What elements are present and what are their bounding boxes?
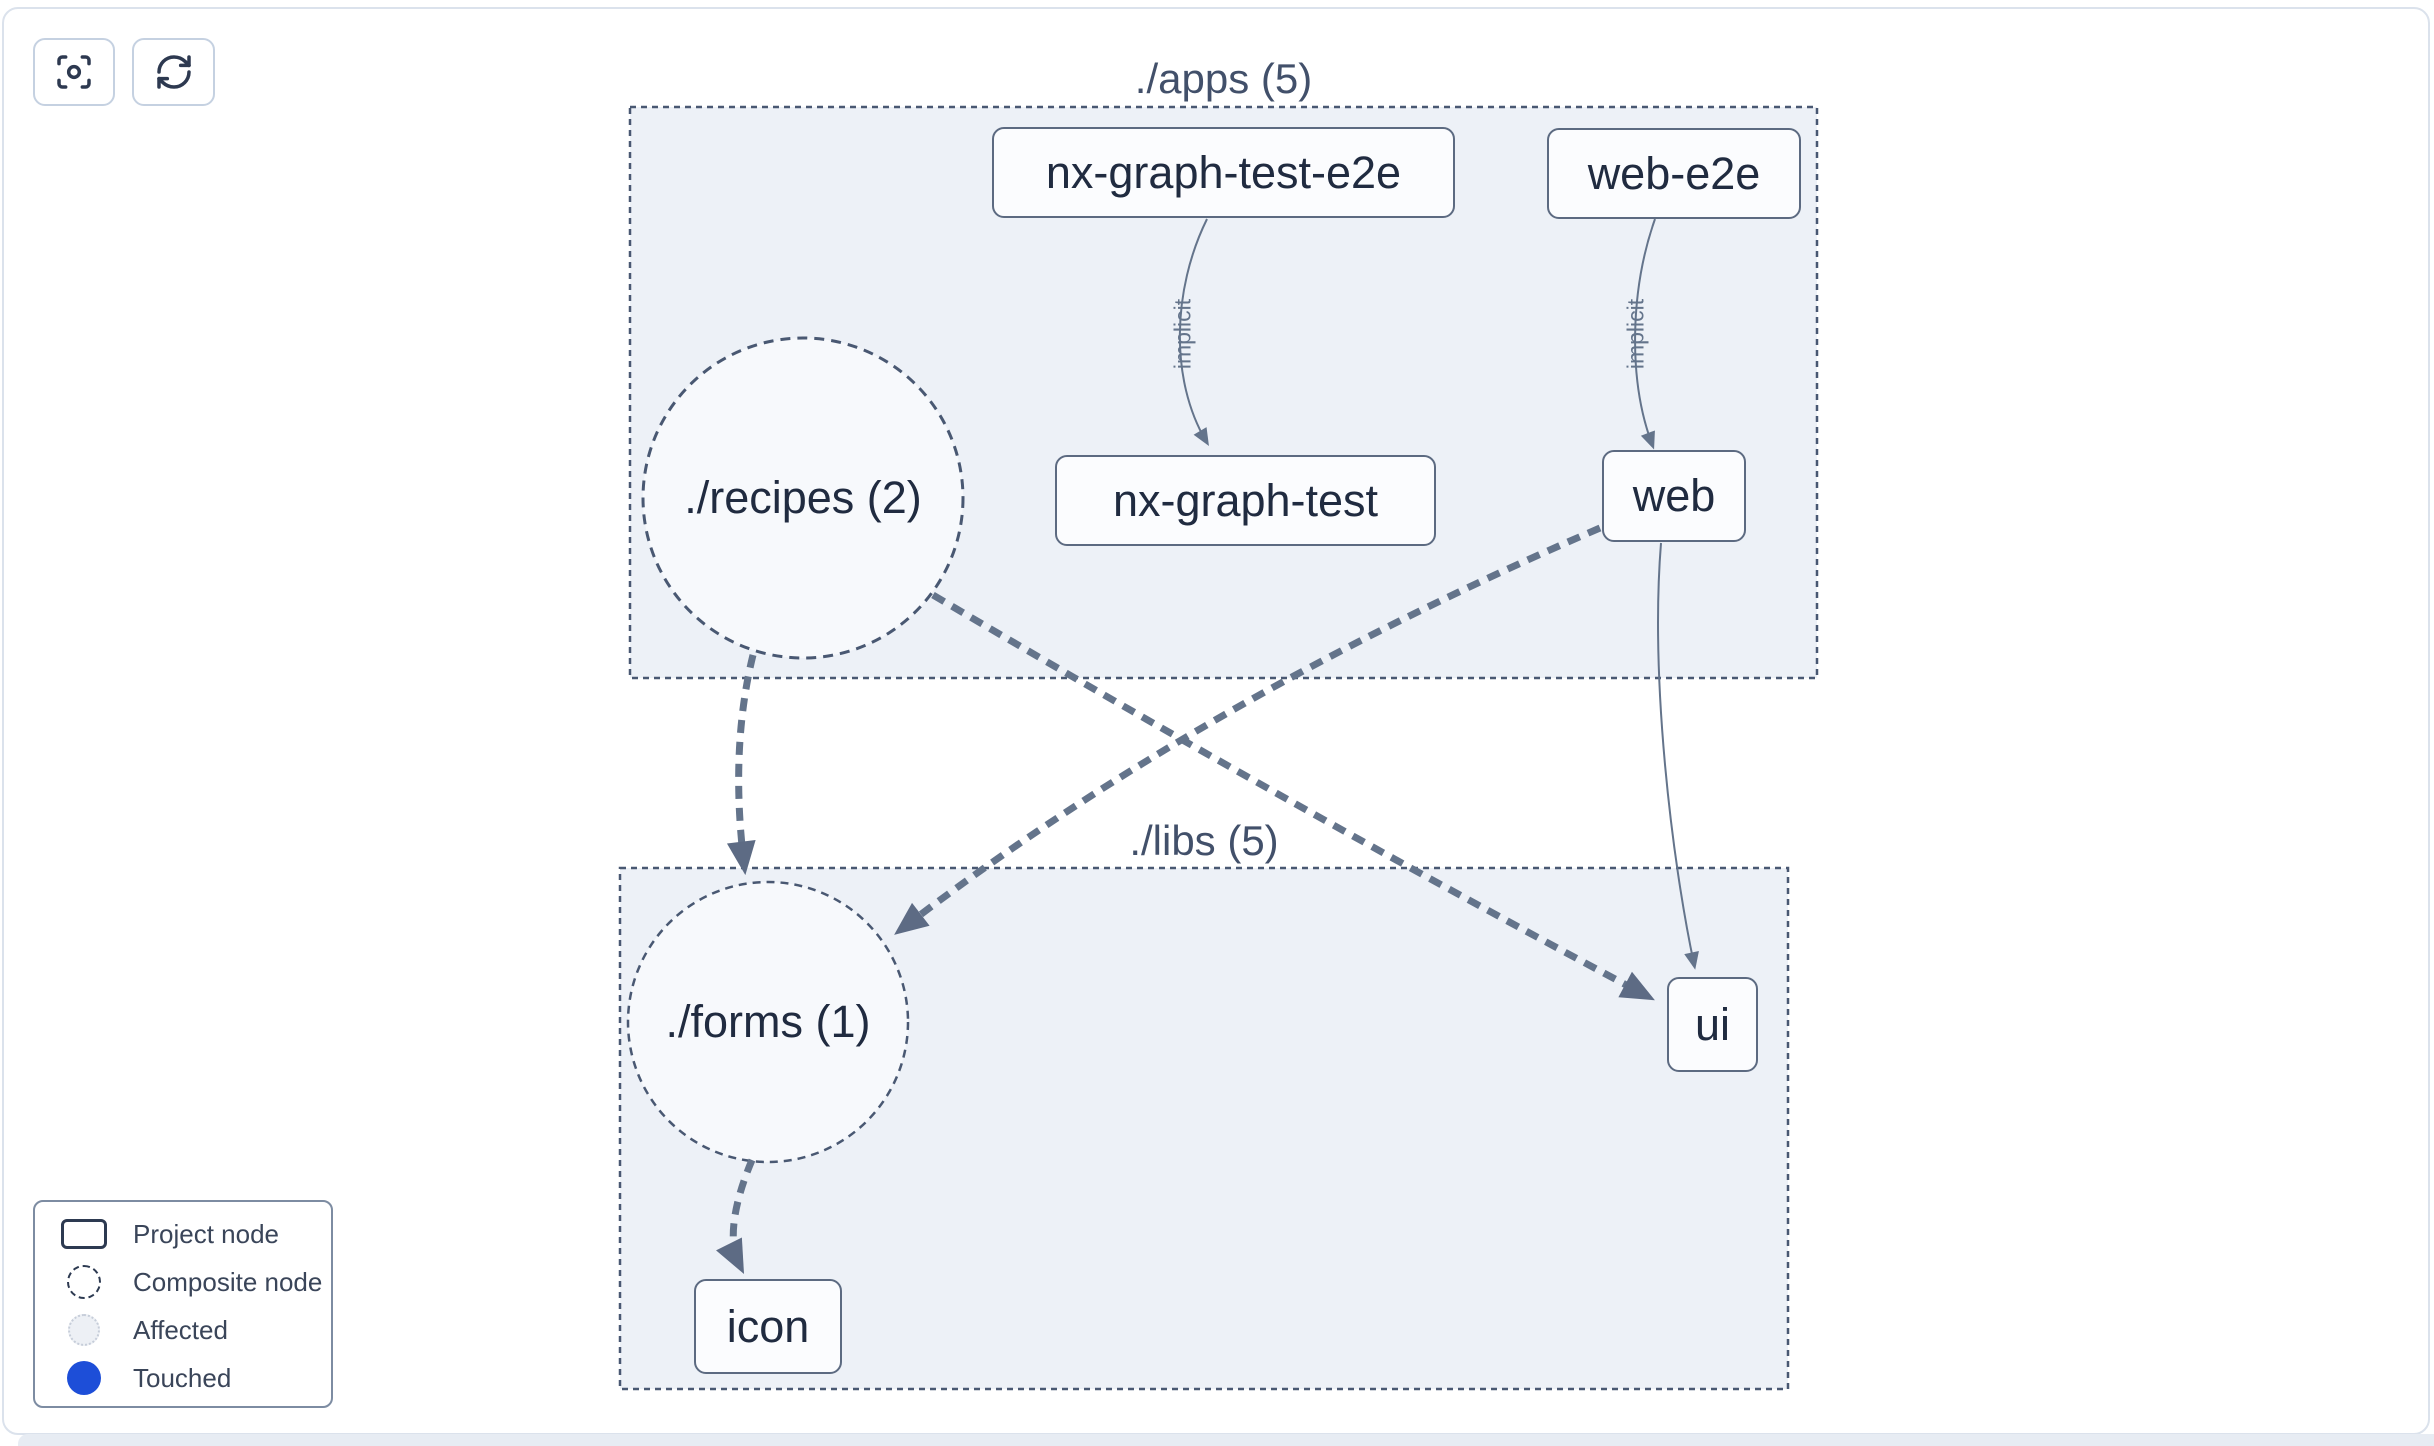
legend-item-project-node: Project node bbox=[35, 1210, 331, 1258]
edge-web-e2e-to-web[interactable] bbox=[1634, 218, 1656, 450]
edge-web-to-forms[interactable] bbox=[894, 524, 1602, 935]
affected-swatch bbox=[68, 1314, 100, 1346]
project-node-ui[interactable]: ui bbox=[1667, 977, 1758, 1072]
legend-item-affected: Affected bbox=[35, 1306, 331, 1354]
project-node-web-e2e[interactable]: web-e2e bbox=[1547, 128, 1801, 219]
composite-node-forms-label[interactable]: ./forms (1) bbox=[665, 996, 871, 1047]
project-node-swatch bbox=[61, 1219, 107, 1249]
refresh-button[interactable] bbox=[132, 38, 215, 106]
group-label-libs: ./libs (5) bbox=[1129, 817, 1279, 864]
legend-item-touched: Touched bbox=[35, 1354, 331, 1402]
project-node-nx-graph-test-e2e[interactable]: nx-graph-test-e2e bbox=[992, 127, 1455, 218]
project-node-icon[interactable]: icon bbox=[694, 1279, 842, 1374]
edge-label-implicit: implicit bbox=[1622, 298, 1649, 370]
legend: Project node Composite node Affected Tou… bbox=[33, 1200, 333, 1408]
edge-recipes-to-forms[interactable] bbox=[726, 654, 757, 876]
refresh-icon bbox=[156, 55, 191, 89]
group-label-apps: ./apps (5) bbox=[1134, 55, 1313, 102]
legend-label: Project node bbox=[133, 1218, 279, 1249]
legend-label: Composite node bbox=[133, 1266, 323, 1297]
touched-swatch bbox=[67, 1361, 101, 1395]
bottom-panel-edge bbox=[18, 1434, 2434, 1446]
focus-icon bbox=[57, 55, 91, 89]
edge-forms-to-icon[interactable] bbox=[716, 1158, 756, 1275]
edge-web-to-ui[interactable] bbox=[1657, 542, 1699, 970]
composite-node-recipes-circle[interactable] bbox=[641, 336, 965, 660]
edge-recipes-to-ui[interactable] bbox=[931, 591, 1655, 1001]
project-node-nx-graph-test[interactable]: nx-graph-test bbox=[1055, 455, 1436, 546]
legend-label: Touched bbox=[133, 1362, 232, 1393]
legend-item-composite-node: Composite node bbox=[35, 1258, 331, 1306]
composite-node-recipes-label[interactable]: ./recipes (2) bbox=[684, 472, 922, 523]
edge-nx-graph-test-e2e-to-nx-graph-test[interactable] bbox=[1178, 218, 1209, 447]
edge-label-implicit: implicit bbox=[1169, 298, 1196, 370]
legend-label: Affected bbox=[133, 1314, 228, 1345]
project-node-web[interactable]: web bbox=[1602, 450, 1746, 542]
composite-node-forms-circle[interactable] bbox=[626, 880, 910, 1164]
composite-node-swatch bbox=[67, 1265, 101, 1299]
focus-button[interactable] bbox=[33, 38, 115, 106]
